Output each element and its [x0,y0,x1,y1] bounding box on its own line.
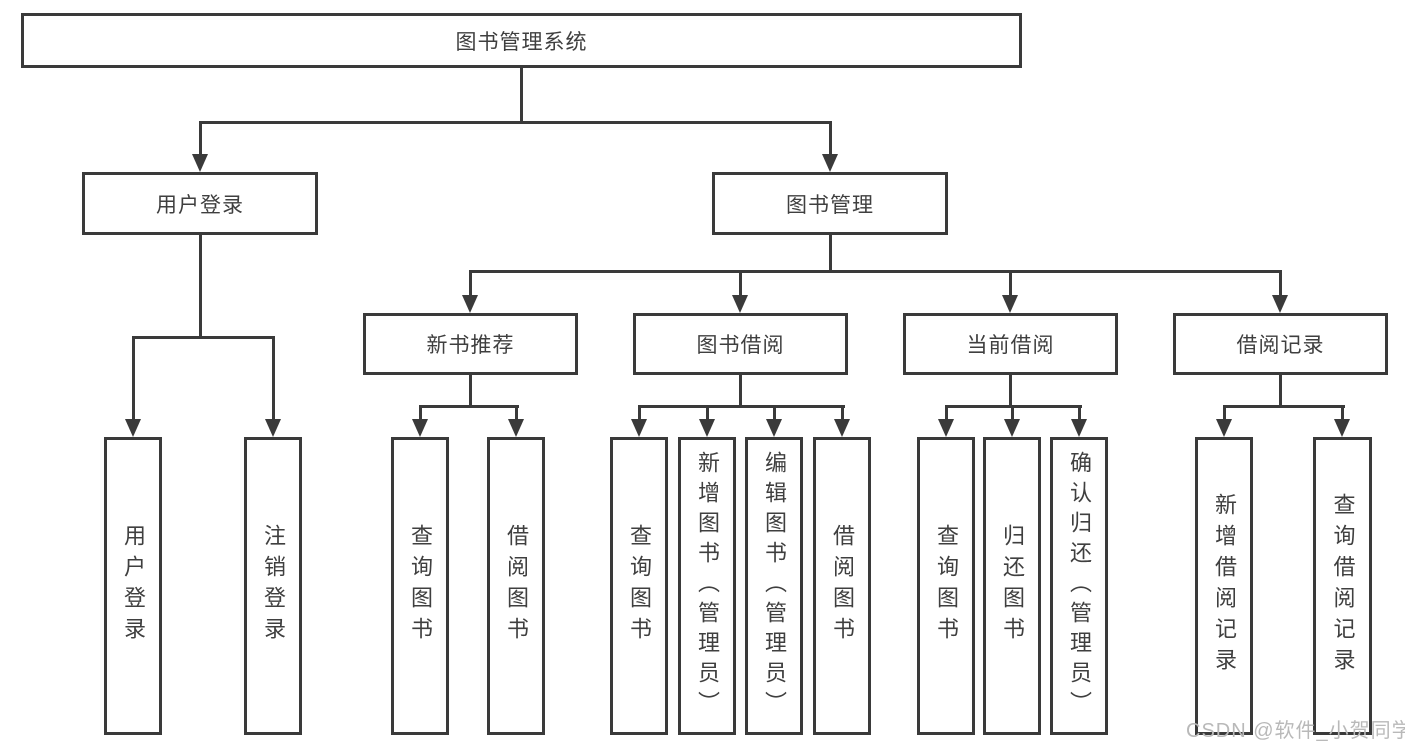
node-new-book-recommend-label: 新书推荐 [426,334,515,357]
connector-line [419,405,519,408]
arrow-down-icon [1334,419,1350,437]
node-root: 图书管理系统 [21,13,1022,68]
connector-line [132,336,275,339]
connector-line [739,270,742,299]
arrow-down-icon [766,419,782,437]
connector-line [1341,405,1344,423]
connector-line [419,405,422,423]
node-book-management-label: 图书管理 [786,193,874,217]
connector-line [199,121,202,158]
arrow-down-icon [732,295,748,313]
arrow-down-icon [265,419,281,437]
arrow-down-icon [125,419,141,437]
connector-line [1279,270,1282,299]
leaf-borrow-books-borrowing: 借阅图书 [813,437,871,735]
connector-line [1223,405,1226,423]
arrow-down-icon [412,419,428,437]
leaf-logout-label: 注销登录 [261,524,286,648]
connector-line [132,336,135,423]
connector-line [945,405,948,423]
leaf-confirm-return-admin-label: 确认归还（管理员） [1067,451,1092,721]
arrow-down-icon [462,295,478,313]
leaf-edit-book-admin-label: 编辑图书（管理员） [762,451,787,721]
node-user-login-label: 用户登录 [156,193,244,217]
node-user-login: 用户登录 [82,172,318,235]
connector-line [773,405,776,423]
leaf-add-borrow-record-label: 新增借阅记录 [1212,493,1237,679]
connector-line [638,405,845,408]
connector-line [515,405,518,423]
node-book-borrowing: 图书借阅 [633,313,848,375]
node-new-book-recommend: 新书推荐 [363,313,578,375]
csdn-watermark: CSDN @软件_小贺同学 [1186,720,1405,742]
node-book-borrowing-label: 图书借阅 [696,334,785,357]
leaf-logout: 注销登录 [244,437,302,735]
leaf-query-books-current: 查询图书 [917,437,975,735]
leaf-query-borrow-record-label: 查询借阅记录 [1330,493,1356,679]
leaf-add-book-admin: 新增图书（管理员） [678,437,736,735]
connector-line [1011,405,1014,423]
connector-line [739,375,742,405]
leaf-confirm-return-admin: 确认归还（管理员） [1050,437,1108,735]
leaf-user-login: 用户登录 [104,437,162,735]
leaf-add-book-admin-label: 新增图书（管理员） [695,451,720,721]
leaf-borrow-books-recommend: 借阅图书 [487,437,545,735]
leaf-add-borrow-record: 新增借阅记录 [1195,437,1253,735]
connector-line [469,270,1282,273]
connector-line [199,121,832,124]
connector-line [272,336,275,423]
connector-line [469,270,472,299]
arrow-down-icon [699,419,715,437]
connector-line [841,405,844,423]
connector-line [829,121,832,158]
connector-line [1223,405,1345,408]
connector-line [469,375,472,405]
connector-line [1009,375,1012,405]
connector-line [638,405,641,423]
arrow-down-icon [1071,419,1087,437]
arrow-down-icon [822,154,838,172]
leaf-query-books-borrowing: 查询图书 [610,437,668,735]
leaf-edit-book-admin: 编辑图书（管理员） [745,437,803,735]
leaf-query-books-borrowing-label: 查询图书 [627,524,652,648]
leaf-query-books-recommend-label: 查询图书 [408,524,433,648]
arrow-down-icon [938,419,954,437]
connector-line [520,68,523,121]
node-root-label: 图书管理系统 [455,30,588,54]
node-borrowing-records-label: 借阅记录 [1236,334,1325,357]
arrow-down-icon [1272,295,1288,313]
node-borrowing-records: 借阅记录 [1173,313,1388,375]
arrow-down-icon [1004,419,1020,437]
arrow-down-icon [1002,295,1018,313]
leaf-borrow-books-borrowing-label: 借阅图书 [830,524,855,648]
arrow-down-icon [834,419,850,437]
arrow-down-icon [508,419,524,437]
arrow-down-icon [631,419,647,437]
leaf-return-books: 归还图书 [983,437,1041,735]
connector-line [1009,270,1012,299]
node-current-borrowing: 当前借阅 [903,313,1118,375]
connector-line [706,405,709,423]
arrow-down-icon [192,154,208,172]
leaf-query-books-recommend: 查询图书 [391,437,449,735]
leaf-query-books-current-label: 查询图书 [934,524,959,648]
node-book-management: 图书管理 [712,172,948,235]
connector-line [1279,375,1282,405]
arrow-down-icon [1216,419,1232,437]
leaf-borrow-books-recommend-label: 借阅图书 [504,524,529,648]
node-current-borrowing-label: 当前借阅 [966,334,1055,357]
connector-line [199,235,202,336]
leaf-return-books-label: 归还图书 [1000,524,1025,648]
connector-line [829,235,832,270]
connector-line [1078,405,1081,423]
leaf-user-login-label: 用户登录 [121,524,146,648]
leaf-query-borrow-record: 查询借阅记录 [1313,437,1372,735]
